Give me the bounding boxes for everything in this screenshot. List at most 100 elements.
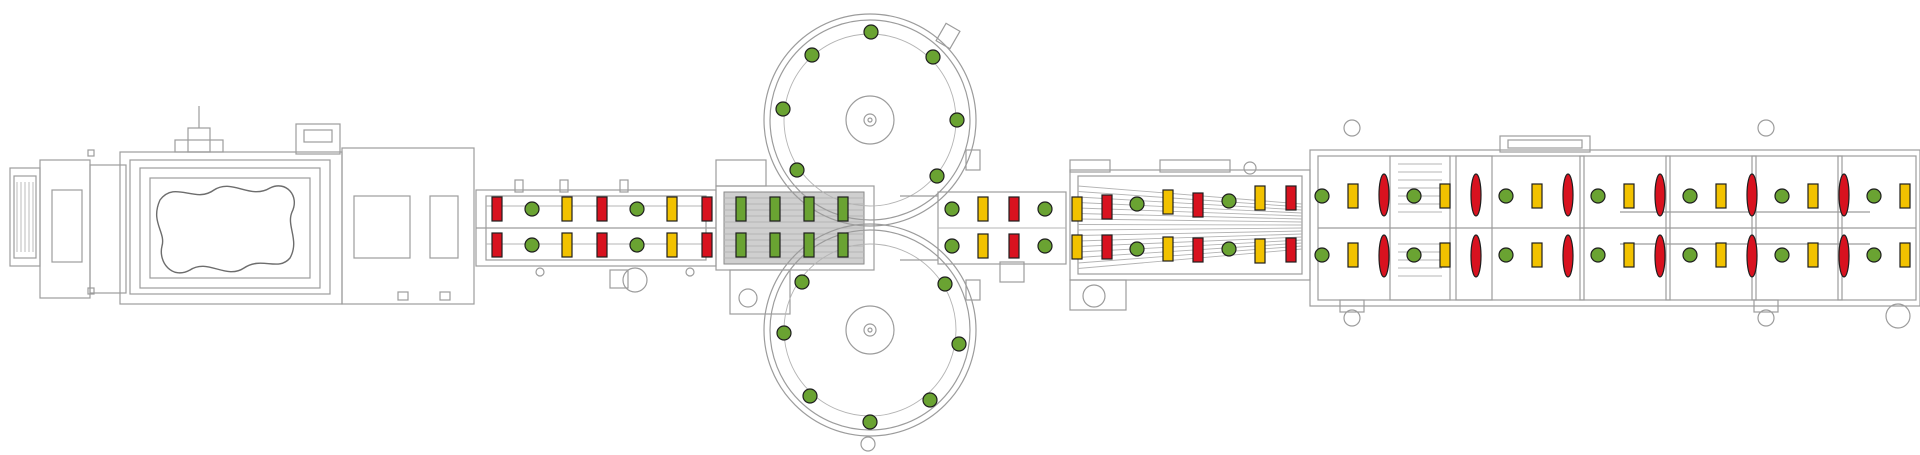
green-marker	[1590, 247, 1606, 263]
yellow-marker	[1254, 185, 1266, 211]
green-marker	[769, 232, 781, 258]
yellow-marker	[666, 232, 678, 258]
red-marker	[1838, 173, 1850, 217]
belt-line	[1077, 233, 1303, 242]
green-marker	[1498, 188, 1514, 204]
red-marker	[596, 232, 608, 258]
red-marker	[1838, 234, 1850, 278]
green-marker	[1866, 247, 1882, 263]
yellow-marker	[1531, 242, 1543, 268]
green-marker	[1774, 188, 1790, 204]
green-marker	[804, 47, 820, 63]
yellow-marker	[1715, 183, 1727, 209]
belt-line	[1077, 218, 1303, 223]
red-marker	[1470, 173, 1482, 217]
yellow-marker	[1162, 189, 1174, 215]
green-marker	[803, 232, 815, 258]
yellow-marker	[1623, 242, 1635, 268]
yellow-marker	[1531, 183, 1543, 209]
green-marker	[794, 274, 810, 290]
green-marker	[1037, 238, 1053, 254]
yellow-marker	[561, 232, 573, 258]
green-marker	[929, 168, 945, 184]
green-marker	[944, 238, 960, 254]
green-marker	[789, 162, 805, 178]
yellow-marker	[1347, 183, 1359, 209]
green-marker	[862, 414, 878, 430]
green-marker	[1314, 247, 1330, 263]
green-marker	[1314, 188, 1330, 204]
green-marker	[803, 196, 815, 222]
red-marker	[1654, 234, 1666, 278]
yellow-marker	[1899, 242, 1911, 268]
red-marker	[1562, 173, 1574, 217]
green-marker	[951, 336, 967, 352]
red-marker	[1008, 233, 1020, 259]
dough-sheeter	[9, 106, 475, 305]
green-marker	[735, 196, 747, 222]
belt-line	[1077, 224, 1303, 226]
yellow-marker	[1439, 183, 1451, 209]
green-marker	[1498, 247, 1514, 263]
red-marker	[491, 196, 503, 222]
green-marker	[922, 392, 938, 408]
yellow-marker	[1807, 242, 1819, 268]
yellow-marker	[1071, 196, 1083, 222]
green-marker	[949, 112, 965, 128]
red-marker	[1008, 196, 1020, 222]
green-marker	[1682, 188, 1698, 204]
green-marker	[837, 232, 849, 258]
green-marker	[1406, 247, 1422, 263]
red-marker	[596, 196, 608, 222]
green-marker	[524, 201, 540, 217]
red-marker	[701, 196, 713, 222]
yellow-marker	[1439, 242, 1451, 268]
red-marker	[1101, 234, 1113, 260]
green-marker	[1590, 188, 1606, 204]
yellow-marker	[1162, 236, 1174, 262]
red-marker	[701, 232, 713, 258]
red-marker	[1654, 173, 1666, 217]
green-marker	[524, 237, 540, 253]
red-marker	[1562, 234, 1574, 278]
yellow-marker	[666, 196, 678, 222]
product-markers	[491, 24, 1911, 430]
belt-line	[1077, 230, 1303, 236]
belt-line	[1077, 213, 1303, 220]
green-marker	[1221, 241, 1237, 257]
yellow-marker	[1071, 234, 1083, 260]
red-marker	[1192, 192, 1204, 218]
red-marker	[1378, 234, 1390, 278]
green-marker	[937, 276, 953, 292]
yellow-marker	[1715, 242, 1727, 268]
green-marker	[944, 201, 960, 217]
green-marker	[776, 325, 792, 341]
red-marker	[1470, 234, 1482, 278]
red-marker	[1101, 194, 1113, 220]
yellow-marker	[561, 196, 573, 222]
green-marker	[925, 49, 941, 65]
yellow-marker	[1899, 183, 1911, 209]
green-marker	[1866, 188, 1882, 204]
transfer-conveyor	[900, 191, 1067, 283]
red-marker	[1192, 237, 1204, 263]
green-marker	[1406, 188, 1422, 204]
green-marker	[629, 201, 645, 217]
red-marker	[1746, 173, 1758, 217]
red-marker	[1285, 237, 1297, 263]
green-marker	[1129, 196, 1145, 212]
proofing-line	[1309, 119, 1920, 329]
red-marker	[1378, 173, 1390, 217]
red-marker	[1285, 185, 1297, 211]
red-marker	[491, 232, 503, 258]
green-marker	[735, 232, 747, 258]
yellow-marker	[977, 233, 989, 259]
green-marker	[1682, 247, 1698, 263]
green-marker	[863, 24, 879, 40]
green-marker	[1774, 247, 1790, 263]
belt-line	[1077, 207, 1303, 217]
green-marker	[769, 196, 781, 222]
belt-line	[1077, 202, 1303, 214]
